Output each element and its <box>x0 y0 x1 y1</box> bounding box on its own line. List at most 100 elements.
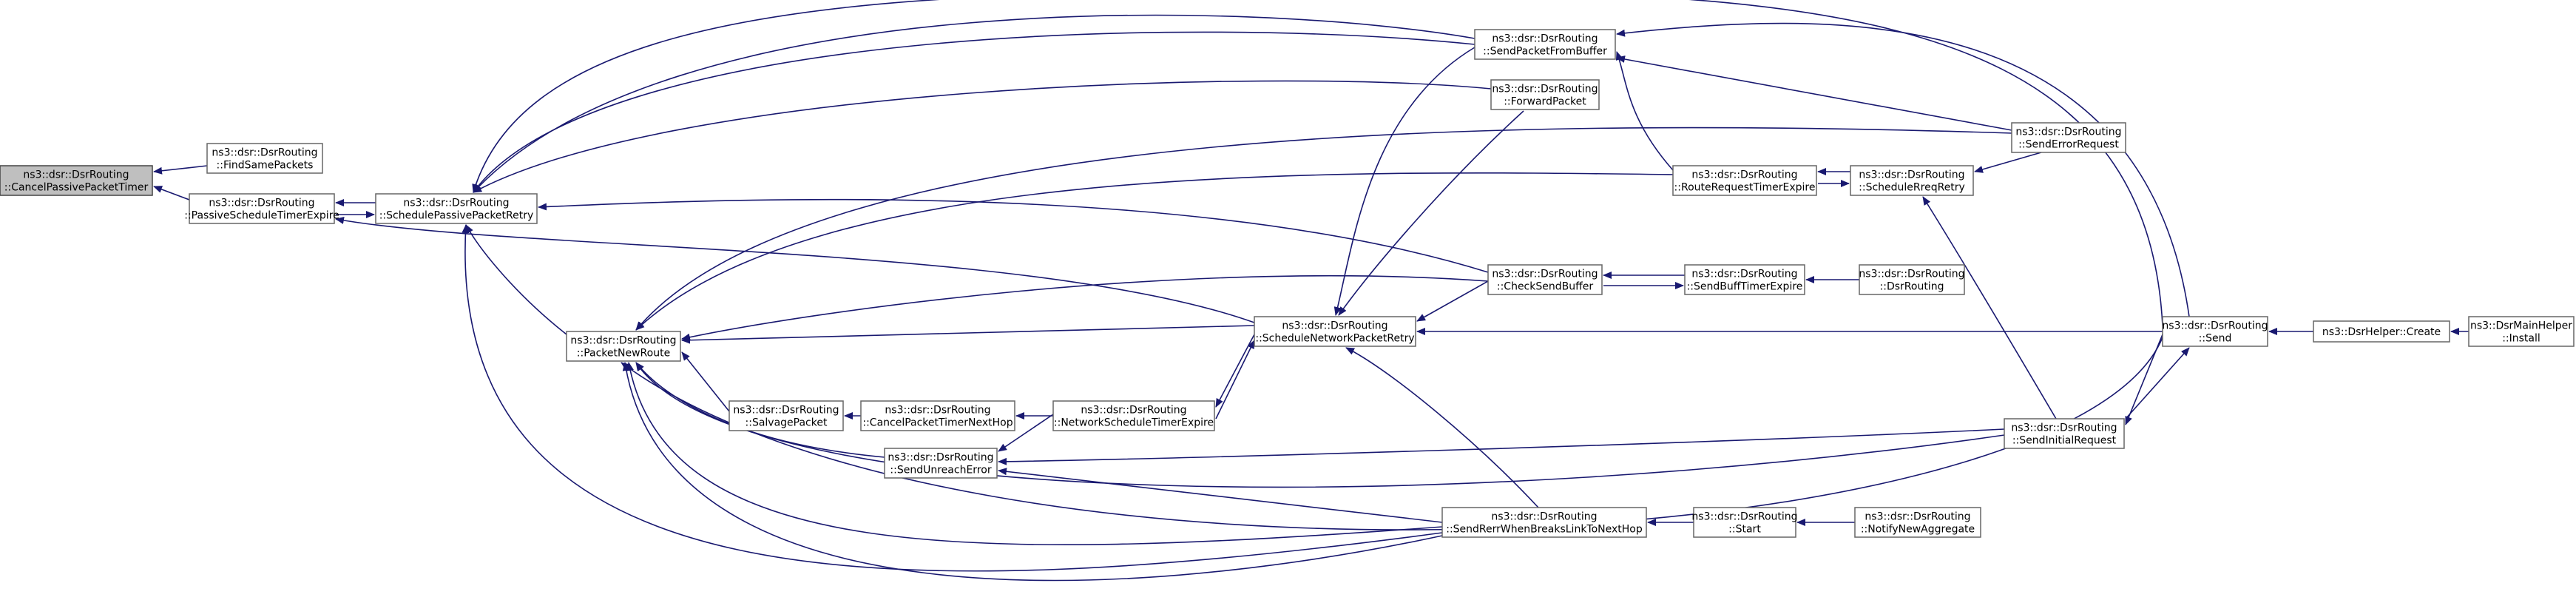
node-box <box>1693 507 1796 538</box>
node-label-line: ns3::dsr::DsrRouting <box>570 335 676 347</box>
edge-sendrerr-to-schednetwork <box>1345 347 1539 508</box>
node-ctor[interactable]: ns3::dsr::DsrRouting::DsrRouting <box>1859 264 1965 295</box>
node-label-line: ::SendErrorRequest <box>2018 139 2119 151</box>
edge-salvage-to-packetnewroute <box>681 351 730 412</box>
edge-sendrerr-to-packetnewroute-b <box>622 362 1443 582</box>
edge-packetnewroute-to-schedpassive <box>465 224 567 335</box>
node-label-line: ::SendBuffTimerExpire <box>1687 281 1803 293</box>
edge-forward-to-schednetwork <box>1338 110 1524 316</box>
nodes-layer: ns3::dsr::DsrRouting::CancelPassivePacke… <box>0 29 2575 538</box>
node-sendInitial[interactable]: ns3::dsr::DsrRouting::SendInitialRequest <box>2004 418 2125 449</box>
node-label-line: ns3::dsr::DsrRouting <box>1492 84 1598 95</box>
node-schedPassive[interactable]: ns3::dsr::DsrRouting::SchedulePassivePac… <box>375 193 538 224</box>
edge-send-to-sendfrombuffer <box>1616 22 2190 317</box>
edge-senderrorreq-to-sendfrombuffer <box>1616 55 2012 131</box>
node-label-line: ::ScheduleRreqRetry <box>1859 182 1965 194</box>
node-sendUnreach[interactable]: ns3::dsr::DsrRouting::SendUnreachError <box>884 448 998 479</box>
node-label-line: ::Start <box>1728 524 1761 536</box>
node-label-line: ::CancelPassivePacketTimer <box>4 182 149 194</box>
node-notifyAgg[interactable]: ns3::dsr::DsrRouting::NotifyNewAggregate <box>1854 507 1981 538</box>
node-label-line: ns3::dsr::DsrRouting <box>403 198 509 209</box>
node-label-line: ns3::dsr::DsrRouting <box>1492 269 1598 280</box>
node-box <box>1254 316 1416 347</box>
edge-send-to-packetnewroute <box>621 337 2163 530</box>
node-box <box>206 143 323 174</box>
node-start[interactable]: ns3::dsr::DsrRouting::Start <box>1691 507 1798 538</box>
edge-senderrorreq-to-schedrreq <box>1974 152 2042 173</box>
node-root[interactable]: ns3::dsr::DsrRouting::CancelPassivePacke… <box>0 165 153 196</box>
node-box <box>1854 507 1981 538</box>
node-label-line: ::NetworkScheduleTimerExpire <box>1054 417 1214 429</box>
node-sendBuffExpire[interactable]: ns3::dsr::DsrRouting::SendBuffTimerExpir… <box>1684 264 1805 295</box>
node-checkSendBuffer[interactable]: ns3::dsr::DsrRouting::CheckSendBuffer <box>1487 264 1603 295</box>
node-findSame[interactable]: ns3::dsr::DsrRouting::FindSamePackets <box>206 143 323 174</box>
node-label-line: ns3::dsr::DsrRouting <box>23 169 129 181</box>
node-label-line: ::SendRerrWhenBreaksLinkToNextHop <box>1446 524 1643 536</box>
edge-checksendbuffer-to-schednetwork <box>1416 280 1489 322</box>
node-label-line: ns3::dsr::DsrRouting <box>1691 511 1797 523</box>
node-label-line: ::SendPacketFromBuffer <box>1483 46 1607 58</box>
node-label-line: ns3::dsr::DsrRouting <box>2015 127 2121 138</box>
node-schedNetwork[interactable]: ns3::dsr::DsrRouting::ScheduleNetworkPac… <box>1254 316 1416 347</box>
node-box <box>0 165 153 196</box>
node-box <box>1490 79 1600 110</box>
node-label-line: ns3::dsr::DsrRouting <box>2162 320 2268 332</box>
node-label-line: ns3::dsr::DsrRouting <box>885 405 990 417</box>
node-networkSched[interactable]: ns3::dsr::DsrRouting::NetworkScheduleTim… <box>1052 400 1215 431</box>
node-label-line: ns3::dsr::DsrRouting <box>1859 169 1964 181</box>
node-box <box>1474 29 1616 60</box>
node-label-line: ::CancelPacketTimerNextHop <box>862 417 1013 429</box>
edge-sendinitial-to-send <box>2125 347 2190 420</box>
node-box <box>1672 165 1817 196</box>
node-box <box>1052 400 1215 431</box>
edge-sendfrombuffer-to-schedpassive-b <box>473 31 1475 193</box>
node-routeReqExpire[interactable]: ns3::dsr::DsrRouting::RouteRequestTimerE… <box>1672 165 1817 196</box>
node-label-line: ::Install <box>2502 333 2540 345</box>
edge-checksendbuffer-to-schedpassive <box>538 198 1489 273</box>
node-label-line: ns3::dsr::DsrRouting <box>1491 511 1597 523</box>
node-label-line: ns3::dsr::DsrRouting <box>1691 269 1797 280</box>
edge-sendinitial-to-sendunreach <box>998 428 2005 465</box>
node-label-line: ::SalvagePacket <box>746 417 828 429</box>
node-label-line: ::ForwardPacket <box>1504 96 1586 108</box>
node-packetNewRoute[interactable]: ns3::dsr::DsrRouting::PacketNewRoute <box>566 331 681 362</box>
node-box <box>375 193 538 224</box>
node-label-line: ns3::dsr::DsrRouting <box>1492 33 1598 45</box>
node-helperCreate[interactable]: ns3::DsrHelper::Create <box>2313 320 2450 343</box>
edge-forward-to-schedpassive <box>473 80 1492 193</box>
node-mainHelperInstall[interactable]: ns3::DsrMainHelper::Install <box>2468 316 2575 347</box>
node-label-line: ::ScheduleNetworkPacketRetry <box>1255 333 1414 345</box>
edge-sendfrombuffer-to-schednetwork <box>1333 47 1475 316</box>
edge-sendinitial-to-packetnewroute <box>635 362 2005 488</box>
node-box <box>1850 165 1974 196</box>
node-box <box>2313 320 2450 343</box>
node-label-line: ns3::dsr::DsrRouting <box>1859 269 1964 280</box>
node-label-line: ::RouteRequestTimerExpire <box>1674 182 1816 194</box>
node-label-line: ::PacketNewRoute <box>577 348 670 360</box>
node-label-line: ns3::dsr::DsrRouting <box>209 198 314 209</box>
node-label-line: ns3::dsr::DsrRouting <box>1865 511 1970 523</box>
node-cancelTimerNextHop[interactable]: ns3::dsr::DsrRouting::CancelPacketTimerN… <box>860 400 1015 431</box>
node-box <box>1487 264 1603 295</box>
node-box <box>884 448 998 479</box>
node-forward[interactable]: ns3::dsr::DsrRouting::ForwardPacket <box>1490 79 1600 110</box>
node-sendFromBuffer[interactable]: ns3::dsr::DsrRouting::SendPacketFromBuff… <box>1474 29 1616 60</box>
node-box <box>1684 264 1805 295</box>
node-passiveSched[interactable]: ns3::dsr::DsrRouting::PassiveScheduleTim… <box>184 193 339 224</box>
edge-sendinitial-to-schedrreq <box>1922 196 2057 420</box>
edge-findsame-to-root <box>153 165 208 175</box>
node-box <box>2162 316 2268 347</box>
node-sendErrorReq[interactable]: ns3::dsr::DsrRouting::SendErrorRequest <box>2011 122 2126 153</box>
node-label-line: ::SendInitialRequest <box>2012 435 2117 447</box>
node-label-line: ns3::dsr::DsrRouting <box>212 147 317 159</box>
node-schedRreq[interactable]: ns3::dsr::DsrRouting::ScheduleRreqRetry <box>1850 165 1974 196</box>
node-box <box>566 331 681 362</box>
edge-sendrerr-to-packetnewroute <box>626 362 1443 546</box>
node-send[interactable]: ns3::dsr::DsrRouting::Send <box>2162 316 2268 347</box>
node-label-line: ns3::dsr::DsrRouting <box>1282 320 1387 332</box>
node-sendRerr[interactable]: ns3::dsr::DsrRouting::SendRerrWhenBreaks… <box>1441 507 1647 538</box>
node-salvage[interactable]: ns3::dsr::DsrRouting::SalvagePacket <box>728 400 844 431</box>
node-label-line: ::FindSamePackets <box>217 160 314 172</box>
edge-senderrorreq-to-packetnewroute <box>635 127 2012 331</box>
